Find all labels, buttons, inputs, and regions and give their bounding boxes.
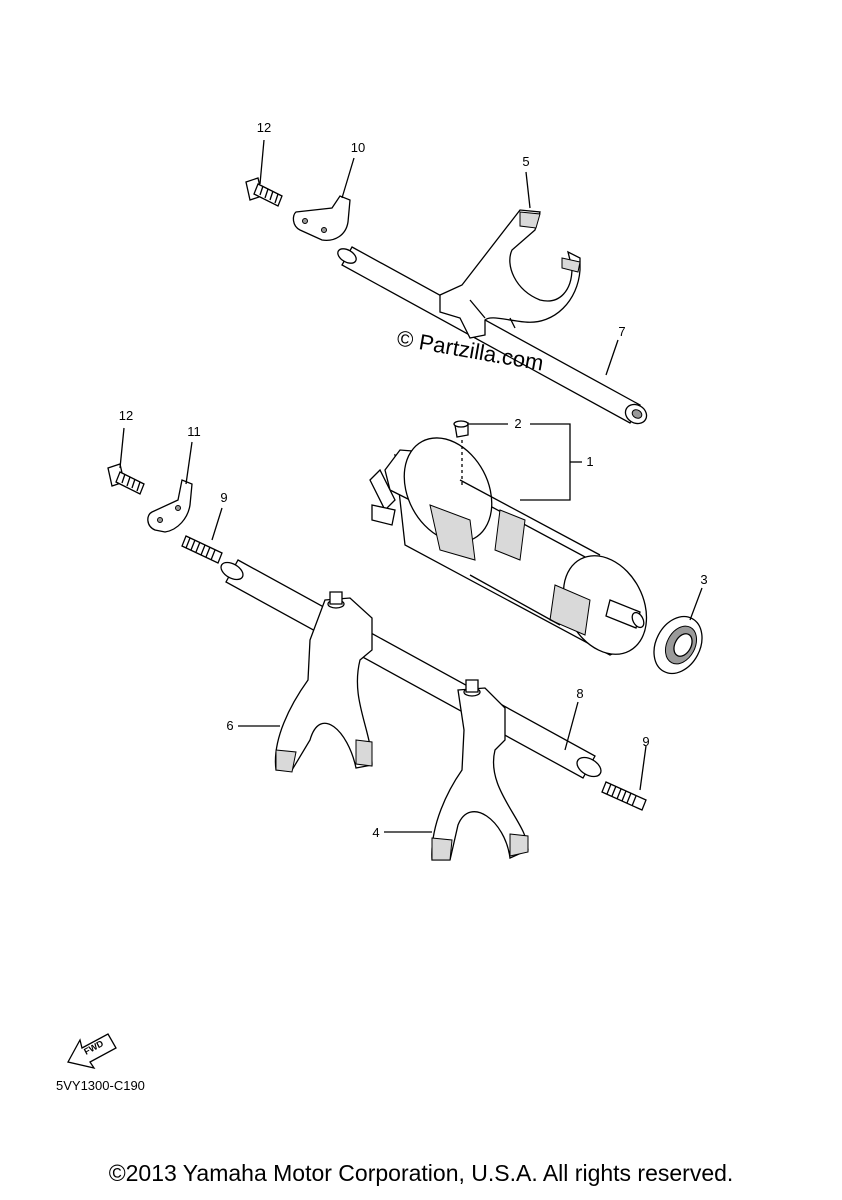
callout-7: 7 — [618, 324, 625, 339]
stopper-plate-lower — [147, 479, 193, 533]
copyright-notice: ©2013 Yamaha Motor Corporation, U.S.A. A… — [108, 1160, 734, 1186]
leader-lines — [119, 139, 703, 833]
bolt-lower — [107, 463, 145, 495]
callout-1: 1 — [586, 454, 593, 469]
callout-8: 8 — [576, 686, 583, 701]
callout-3: 3 — [700, 572, 707, 587]
callout-12-lower: 12 — [119, 408, 133, 423]
shift-fork-6 — [274, 591, 373, 773]
reference-code: 5VY1300-C190 — [56, 1078, 145, 1093]
shift-fork-guide-bar-upper — [337, 246, 648, 425]
callout-5: 5 — [522, 154, 529, 169]
bolt-upper — [245, 177, 283, 207]
callout-12-upper: 12 — [257, 120, 271, 135]
callout-4: 4 — [372, 825, 379, 840]
shift-fork-4 — [431, 679, 529, 861]
callout-6: 6 — [226, 718, 233, 733]
callout-11: 11 — [187, 424, 201, 439]
bearing — [653, 615, 703, 675]
callout-9-lower: 9 — [642, 734, 649, 749]
callout-9-upper: 9 — [220, 490, 227, 505]
callout-2: 2 — [514, 416, 521, 431]
fwd-arrow-icon: FWD — [67, 1033, 117, 1070]
callout-10: 10 — [351, 140, 365, 155]
shift-drum — [369, 437, 648, 656]
spring-upper — [181, 535, 223, 564]
spring-lower — [601, 781, 647, 811]
pin — [453, 420, 469, 485]
shift-fork-upper — [439, 209, 581, 339]
callouts: 12 10 5 7 2 1 12 11 9 3 8 6 9 4 — [119, 120, 708, 840]
stopper-plate-upper — [292, 195, 351, 241]
